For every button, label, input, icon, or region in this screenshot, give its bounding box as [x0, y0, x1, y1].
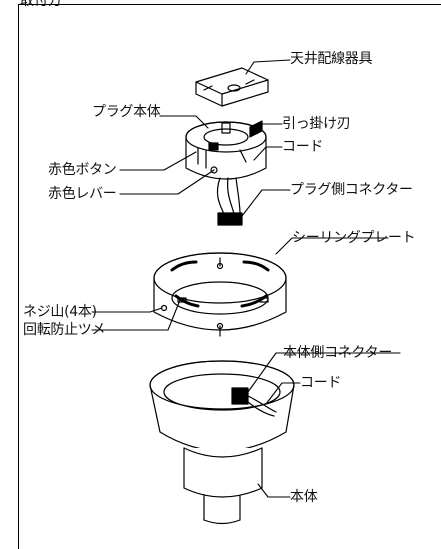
label-plug-connector: プラグ側コネクター — [290, 182, 413, 198]
main-body — [149, 360, 295, 525]
label-screw-mount: ネジ山(4本) — [23, 304, 97, 320]
label-red-button: 赤色ボタン — [48, 162, 117, 178]
label-hook-blade: 引っ掛け刃 — [282, 116, 351, 132]
ceiling-wiring-box — [195, 67, 269, 107]
leader-lines — [91, 59, 401, 498]
plug-body — [185, 120, 267, 180]
label-plug-body: プラグ本体 — [92, 104, 161, 120]
ceiling-plate — [153, 252, 287, 337]
label-cord-bottom: コード — [300, 375, 342, 391]
label-anti-rotation: 回転防止ツメ — [23, 322, 106, 338]
label-red-lever: 赤色レバー — [48, 186, 117, 202]
label-body: 本体 — [290, 489, 318, 505]
label-body-connector: 本体側コネクター — [283, 345, 393, 361]
diagram-frame — [18, 4, 441, 549]
diagram-heading: 取付方 — [20, 0, 62, 9]
label-ceiling-plate: シーリングプレート — [292, 230, 416, 246]
label-ceiling-wiring-box: 天井配線器具 — [290, 51, 373, 67]
plug-wires — [216, 177, 243, 226]
label-cord-top: コード — [282, 139, 324, 155]
